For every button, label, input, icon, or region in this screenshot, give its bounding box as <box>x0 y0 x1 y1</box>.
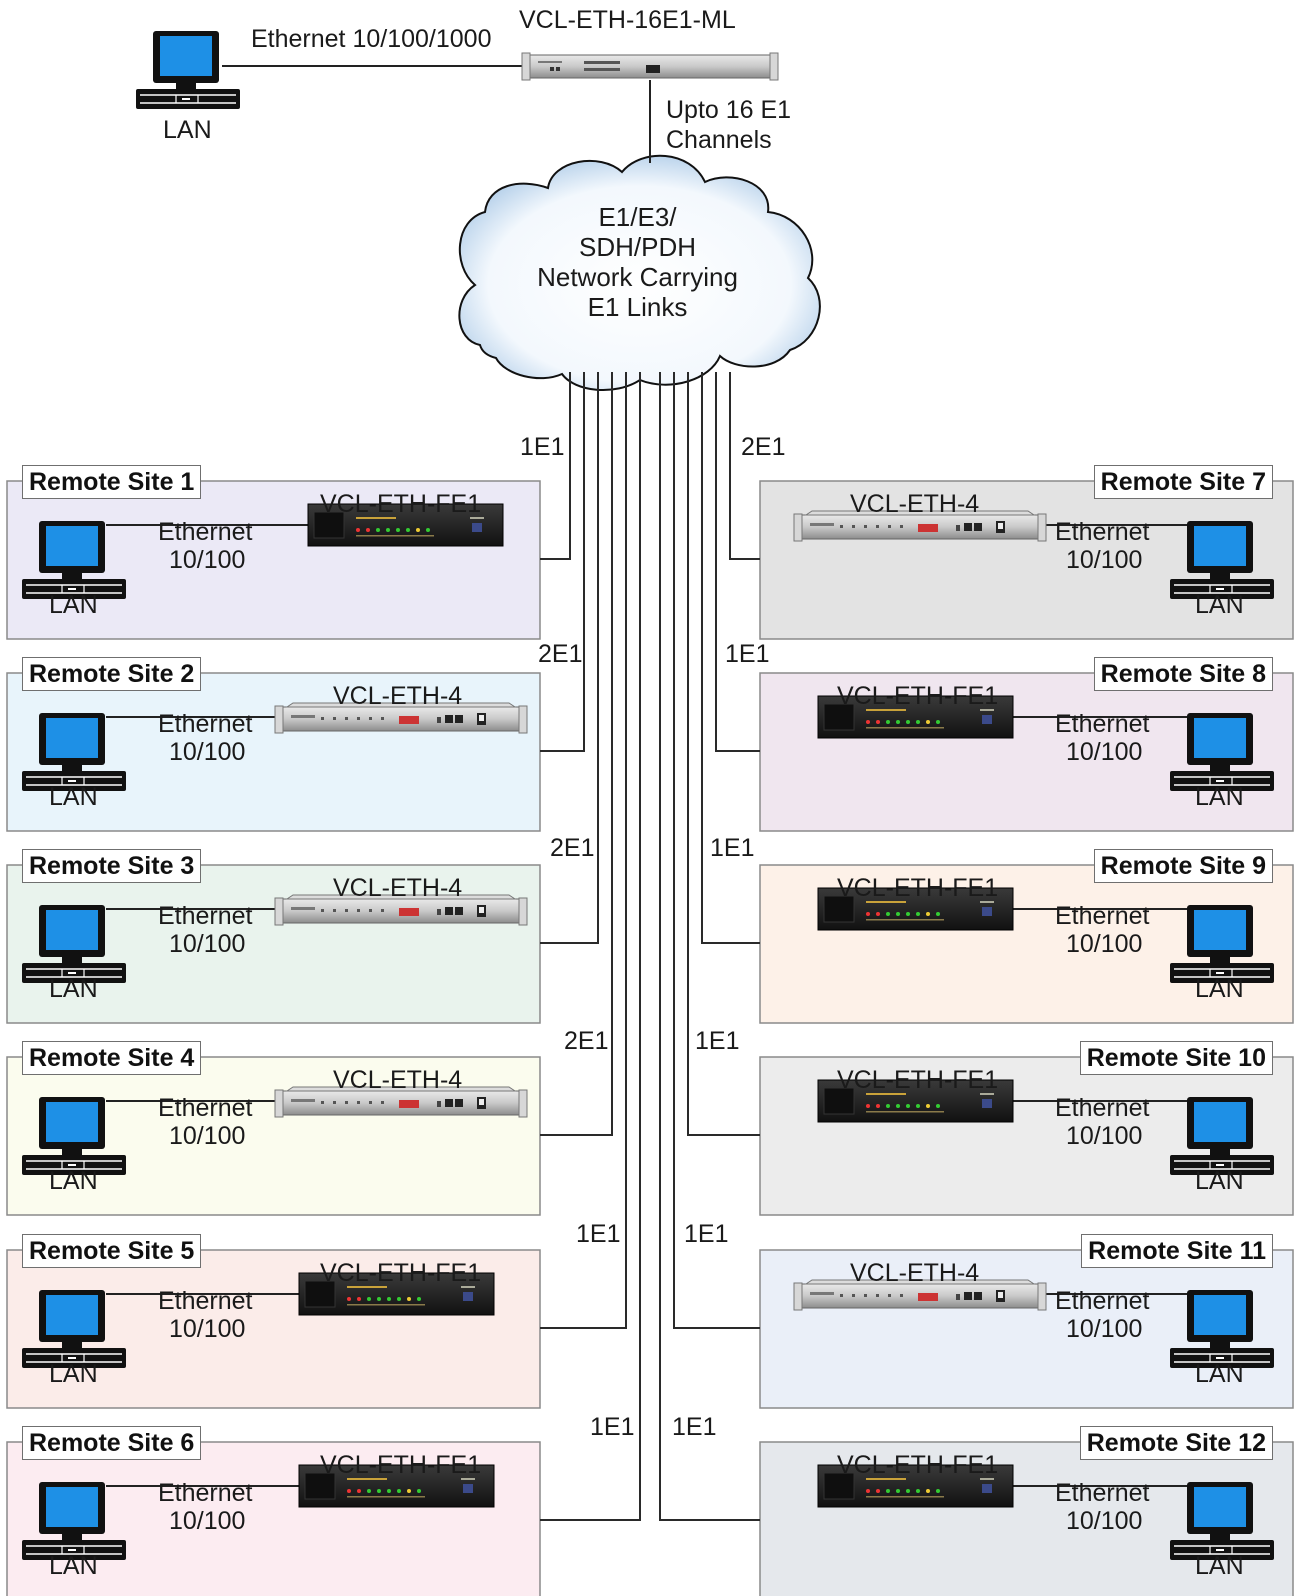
site-3-e1-link <box>540 372 599 944</box>
site-1-device-label: VCL-ETH-FE1 <box>320 490 482 518</box>
site-12-speed-label: 10/100 <box>1066 1507 1143 1535</box>
site-10-device-label: VCL-ETH-FE1 <box>837 1066 999 1094</box>
site-8-speed-label: 10/100 <box>1066 738 1143 766</box>
site-8-e1-link <box>715 372 760 752</box>
site-5-e1-count-label: 1E1 <box>576 1220 621 1248</box>
site-11-lan-label: LAN <box>1195 1360 1244 1388</box>
site-6-e1-count-label: 1E1 <box>590 1413 635 1441</box>
site-7-title: Remote Site 7 <box>1093 465 1273 499</box>
site-2-title: Remote Site 2 <box>22 657 202 691</box>
site-10-ethernet-label: Ethernet <box>1055 1094 1150 1122</box>
site-9-device-label: VCL-ETH-FE1 <box>837 874 999 902</box>
site-8-lan-label: LAN <box>1195 783 1244 811</box>
site-7-ethernet-label: Ethernet <box>1055 518 1150 546</box>
site-3-e1-count-label: 2E1 <box>550 834 595 862</box>
site-6-e1-link <box>540 372 641 1521</box>
site-8-ethernet-label: Ethernet <box>1055 710 1150 738</box>
site-10-e1-link <box>687 372 760 1136</box>
site-9-title: Remote Site 9 <box>1093 849 1273 883</box>
site-11-title: Remote Site 11 <box>1081 1234 1273 1268</box>
site-1-title: Remote Site 1 <box>22 465 202 499</box>
site-4-speed-label: 10/100 <box>169 1122 246 1150</box>
cloud-label-line2: SDH/PDH <box>578 232 696 262</box>
site-3-lan-label: LAN <box>49 975 98 1003</box>
site-3-title: Remote Site 3 <box>22 849 202 883</box>
site-12-device-label: VCL-ETH-FE1 <box>837 1451 999 1479</box>
site-12-lan-label: LAN <box>1195 1552 1244 1580</box>
site-5-speed-label: 10/100 <box>169 1315 246 1343</box>
site-9-e1-link <box>701 372 760 944</box>
cloud-label: E1/E3/ SDH/PDH Network Carrying E1 Links <box>505 202 770 322</box>
site-11-e1-count-label: 1E1 <box>684 1220 729 1248</box>
head-lan-computer-icon <box>135 30 241 110</box>
site-8-e1-count-label: 1E1 <box>725 640 770 668</box>
site-2-device-label: VCL-ETH-4 <box>333 682 463 710</box>
site-7-e1-count-label: 2E1 <box>741 433 786 461</box>
site-2-speed-label: 10/100 <box>169 738 246 766</box>
site-1-ethernet-label: Ethernet <box>158 518 253 546</box>
site-12-e1-link <box>659 372 760 1521</box>
site-3-ethernet-label: Ethernet <box>158 902 253 930</box>
site-3-device-label: VCL-ETH-4 <box>333 874 463 902</box>
site-1-speed-label: 10/100 <box>169 546 246 574</box>
site-11-ethernet-label: Ethernet <box>1055 1287 1150 1315</box>
site-5-e1-link <box>540 372 627 1329</box>
site-10-lan-label: LAN <box>1195 1167 1244 1195</box>
site-5-title: Remote Site 5 <box>22 1234 202 1268</box>
site-12-ethernet-label: Ethernet <box>1055 1479 1150 1507</box>
site-4-lan-label: LAN <box>49 1167 98 1195</box>
site-5-ethernet-label: Ethernet <box>158 1287 253 1315</box>
site-6-title: Remote Site 6 <box>22 1426 202 1460</box>
cloud-label-line3: Network Carrying <box>537 262 738 292</box>
head-lan-label: LAN <box>163 116 212 144</box>
site-5-lan-label: LAN <box>49 1360 98 1388</box>
site-2-e1-link <box>540 372 585 752</box>
site-8-device-label: VCL-ETH-FE1 <box>837 682 999 710</box>
site-7-speed-label: 10/100 <box>1066 546 1143 574</box>
uplink-label-line1: Upto 16 E1 <box>666 96 792 124</box>
head-device-icon <box>521 52 779 81</box>
site-4-title: Remote Site 4 <box>22 1041 202 1075</box>
site-1-e1-count-label: 1E1 <box>520 433 565 461</box>
site-11-speed-label: 10/100 <box>1066 1315 1143 1343</box>
site-10-speed-label: 10/100 <box>1066 1122 1143 1150</box>
site-7-device-label: VCL-ETH-4 <box>850 490 980 518</box>
site-10-title: Remote Site 10 <box>1079 1041 1273 1075</box>
cloud-label-line1: E1/E3/ <box>598 202 677 232</box>
site-10-e1-count-label: 1E1 <box>695 1027 740 1055</box>
site-2-lan-label: LAN <box>49 783 98 811</box>
site-12-title: Remote Site 12 <box>1079 1426 1273 1460</box>
uplink-label-line2: Channels <box>666 126 772 154</box>
site-9-speed-label: 10/100 <box>1066 930 1143 958</box>
head-ethernet-label: Ethernet 10/100/1000 <box>251 25 492 53</box>
site-2-ethernet-label: Ethernet <box>158 710 253 738</box>
site-1-lan-label: LAN <box>49 591 98 619</box>
site-1-e1-link <box>540 372 571 560</box>
site-4-e1-count-label: 2E1 <box>564 1027 609 1055</box>
site-7-e1-link <box>729 372 760 560</box>
head-device-label: VCL-ETH-16E1-ML <box>519 6 736 34</box>
site-6-ethernet-label: Ethernet <box>158 1479 253 1507</box>
site-4-device-label: VCL-ETH-4 <box>333 1066 463 1094</box>
cloud-label-line4: E1 Links <box>587 292 688 322</box>
site-4-ethernet-label: Ethernet <box>158 1094 253 1122</box>
site-6-lan-label: LAN <box>49 1552 98 1580</box>
site-11-e1-link <box>673 372 760 1329</box>
site-5-device-label: VCL-ETH-FE1 <box>320 1259 482 1287</box>
site-6-device-label: VCL-ETH-FE1 <box>320 1451 482 1479</box>
site-2-e1-count-label: 2E1 <box>538 640 583 668</box>
site-9-e1-count-label: 1E1 <box>710 834 755 862</box>
site-9-ethernet-label: Ethernet <box>1055 902 1150 930</box>
site-6-speed-label: 10/100 <box>169 1507 246 1535</box>
site-11-device-label: VCL-ETH-4 <box>850 1259 980 1287</box>
network-cloud <box>458 154 821 391</box>
site-12-e1-count-label: 1E1 <box>672 1413 717 1441</box>
site-8-title: Remote Site 8 <box>1093 657 1273 691</box>
site-3-speed-label: 10/100 <box>169 930 246 958</box>
site-7-lan-label: LAN <box>1195 591 1244 619</box>
site-4-e1-link <box>540 372 613 1136</box>
site-9-lan-label: LAN <box>1195 975 1244 1003</box>
